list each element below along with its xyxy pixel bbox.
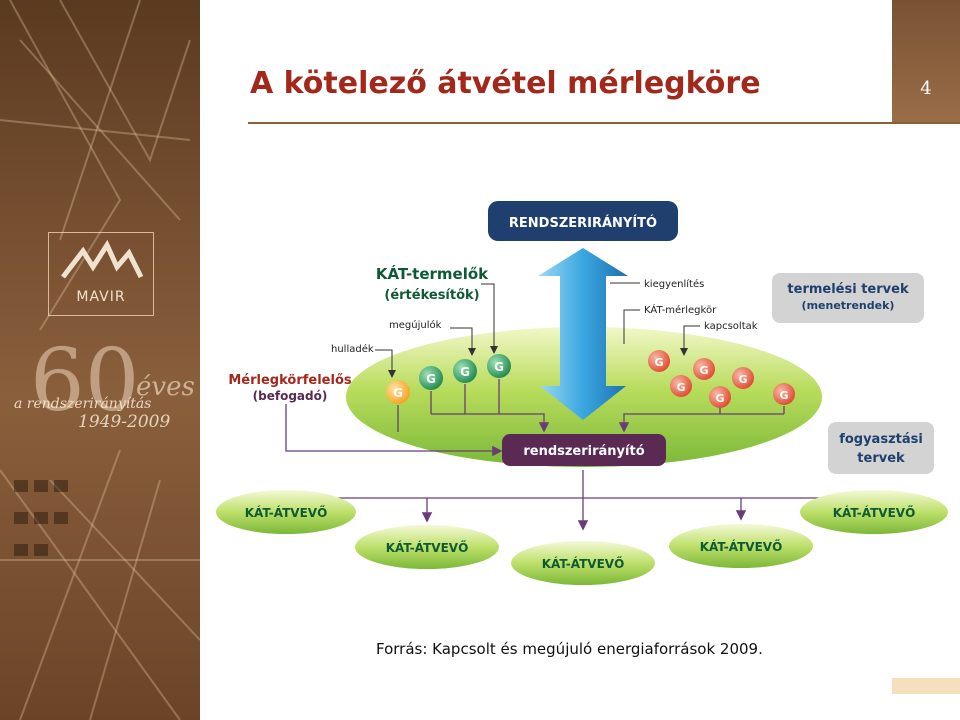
footer-accent-bar [892,678,960,694]
svg-text:G: G [779,389,788,402]
svg-text:KÁT-ÁTVEVŐ: KÁT-ÁTVEVŐ [542,556,625,571]
consumption-plans-box: fogyasztási tervek [828,422,934,474]
kat-atvevo-pill-3: KÁT-ÁTVEVŐ [511,541,655,585]
consumption-plans-label: fogyasztási [839,432,923,447]
svg-text:G: G [738,373,747,386]
kat-atvevo-pill-1: KÁT-ÁTVEVŐ [216,490,356,534]
generator-renewable-1: G [386,380,410,404]
kiegyenlites-label: kiegyenlítés [644,278,704,290]
generator-renewable-3: G [453,359,477,383]
svg-text:KÁT-ÁTVEVŐ: KÁT-ÁTVEVŐ [245,505,328,520]
svg-text:G: G [494,360,504,374]
generator-cogen-3: G [670,375,692,397]
double-arrow-icon [538,248,628,420]
anniversary-subtitle: a rendszerirányítás [14,396,152,412]
center-box-label: rendszerirányító [523,444,644,459]
generator-cogen-6: G [773,383,795,405]
merlegkorfelelos-label: Mérlegkörfelelős [228,373,352,388]
svg-text:G: G [654,356,663,369]
generator-cogen-1: G [648,350,670,372]
svg-text:KÁT-ÁTVEVŐ: KÁT-ÁTVEVŐ [386,540,469,555]
center-system-operator-box: rendszerirányító [502,434,666,466]
mavir-logo-mark [61,239,144,279]
generator-cogen-2: G [693,358,715,380]
title-divider [248,122,960,124]
slide-title: A kötelező átvétel mérlegköre [250,66,761,101]
generator-cogen-5: G [709,386,731,408]
production-plans-label: termelési tervek [787,282,909,297]
decorative-side-panel: MAVIR 60 éves a rendszerirányítás 1949-2… [0,0,200,720]
svg-text:G: G [699,364,708,377]
megujulok-label: megújulók [389,319,442,331]
kat-atvevo-pill-2: KÁT-ÁTVEVŐ [355,525,499,569]
generator-renewable-2: G [419,366,443,390]
kat-termelok-sublabel: (értékesítők) [384,288,479,303]
befogado-label: (befogadó) [253,389,328,403]
kapcsoltak-label: kapcsoltak [704,321,758,332]
page-number: 4 [920,78,932,99]
tower-lines-decoration [0,0,200,720]
production-plans-box: termelési tervek (menetrendek) [772,273,924,323]
svg-text:G: G [426,372,436,386]
svg-text:G: G [676,381,685,394]
anniversary-number: 60 [30,331,140,431]
svg-text:KÁT-ÁTVEVŐ: KÁT-ÁTVEVŐ [833,505,916,520]
top-box-label: RENDSZERIRÁNYÍTÓ [509,215,657,231]
svg-text:KÁT-ÁTVEVŐ: KÁT-ÁTVEVŐ [700,539,783,554]
logo-text: MAVIR [76,289,126,305]
kat-termelok-label: KÁT-termelők [376,264,489,283]
anniversary-word: éves [136,372,195,402]
svg-text:G: G [715,392,724,405]
mavir-logo: MAVIR [48,232,154,316]
production-plans-sublabel: (menetrendek) [802,299,895,312]
source-caption: Forrás: Kapcsolt és megújuló energiaforr… [376,640,763,658]
anniversary-years: 1949-2009 [78,412,171,432]
top-system-operator-box: RENDSZERIRÁNYÍTÓ [488,201,678,241]
svg-text:G: G [393,386,403,400]
page-badge: 4 [892,0,960,122]
consumption-plans-sublabel: tervek [857,451,905,466]
generator-cogen-4: G [732,367,754,389]
kat-atvevo-pill-4: KÁT-ÁTVEVŐ [669,524,813,568]
generator-renewable-4: G [487,354,511,378]
svg-text:G: G [460,365,470,379]
kat-atvevo-pill-5: KÁT-ÁTVEVŐ [800,490,948,534]
kat-merlegkor-label: KÁT-mérlegkör [644,303,717,316]
hulladek-label: hulladék [331,343,374,355]
